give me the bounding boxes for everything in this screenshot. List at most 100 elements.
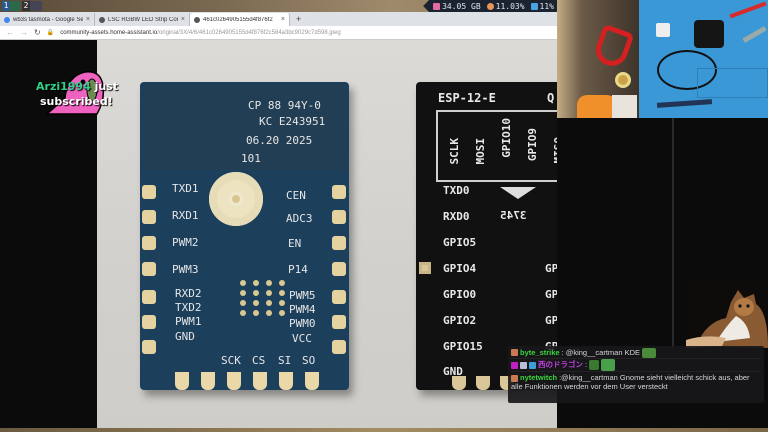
pad [476, 376, 490, 390]
pin-label: GPIO9 [526, 128, 539, 162]
pin-label: GPIO10 [500, 118, 513, 158]
desktop-bottom-edge [0, 428, 768, 432]
sub-badge-icon [520, 361, 527, 369]
solder-spool [615, 72, 631, 88]
cpu-stat: 11.03% [486, 2, 525, 11]
pin-label: GPIO15 [443, 340, 483, 353]
user-badge-icon [511, 349, 518, 356]
new-tab-button[interactable]: + [296, 14, 302, 24]
pad [201, 372, 215, 390]
pin-label: PWM4 [289, 303, 316, 316]
alert-subscribed-text: subscribed! [40, 95, 113, 108]
pin-label: RXD1 [172, 209, 199, 222]
board-marking-line1: CP 88 94Y-0 [248, 99, 321, 112]
tab-lsc-rgbw[interactable]: LSC RGBW LED Strip Con × [95, 13, 190, 26]
pin-label: CS [252, 354, 266, 367]
pin-label: ADC3 [286, 212, 313, 225]
pad [142, 290, 156, 304]
pin-label: TXD2 [175, 301, 202, 314]
pin-label: PWM5 [289, 289, 316, 302]
workspace-2-app-icon [30, 1, 42, 11]
forward-icon[interactable]: → [20, 28, 28, 37]
pin-label: GPIO5 [443, 236, 477, 249]
pin-label: TXD0 [443, 184, 470, 197]
pad [227, 372, 241, 390]
pad [142, 262, 156, 276]
pin-label: SCK [221, 354, 241, 367]
chat-message: byte_strike: @king__cartman KDE [511, 347, 761, 359]
pad [142, 210, 156, 224]
prime-badge-icon [511, 361, 518, 369]
pin-label: MOSI [474, 138, 487, 165]
module-title: ESP-12-E [438, 91, 496, 105]
pad [332, 236, 346, 250]
emote-icon [589, 360, 600, 370]
antenna-ring [209, 172, 263, 226]
pin-label: TXD1 [172, 182, 199, 195]
pad [332, 315, 346, 329]
pin-label: PWM2 [172, 236, 199, 249]
chat-text: @king__cartman Gnome sieht vielleicht sc… [511, 373, 750, 391]
webcam-overlay [557, 0, 768, 118]
pad [332, 290, 346, 304]
pin-label: P14 [288, 263, 308, 276]
chat-username[interactable]: byte_strike [520, 347, 560, 357]
chat-username[interactable]: nytetwitch [520, 373, 558, 382]
close-icon[interactable]: × [280, 16, 285, 23]
pin-label: GPIO4 [443, 262, 477, 275]
via-grid [240, 280, 288, 316]
network-icon [530, 2, 538, 10]
castellated-pad [419, 262, 431, 274]
cat-cam [686, 282, 768, 348]
chat-message: nytetwitch: @king__cartman Gnome sieht v… [511, 372, 761, 391]
pad [279, 372, 293, 390]
pad [452, 376, 466, 390]
board-marking-line3: 06.20 2025 [246, 134, 313, 147]
memory-stat: 34.05 GB [433, 2, 481, 11]
address-bar[interactable]: ← → ↻ 🔒 community-assets.home-assistant.… [0, 26, 557, 40]
tab-google-search[interactable]: wb3s tasmota - Google Se × [0, 13, 95, 26]
workspace-2[interactable]: 2 [22, 1, 30, 11]
crown-badge-icon [529, 361, 536, 369]
chat-overlay: byte_strike: @king__cartman KDE 西のドラゴン: … [508, 346, 764, 403]
tab-image-active[interactable]: 461c0264905155d4f876f2 × [190, 13, 290, 26]
pad [332, 210, 346, 224]
emote-icon [642, 347, 657, 358]
corner-mark: Q [547, 91, 555, 105]
pin-label: RXD2 [175, 287, 202, 300]
board-marking-line4: 101 [241, 152, 261, 165]
alert-message: Arzi1994 just [36, 80, 118, 93]
url-text[interactable]: community-assets.home-assistant.io/origi… [60, 29, 341, 36]
chat-username[interactable]: 西のドラゴン [538, 360, 583, 369]
pin-label: GPIO0 [443, 288, 477, 301]
board-marking-line2: KC E243951 [259, 115, 326, 128]
workspace-1-app-icon [10, 1, 20, 11]
pad [332, 340, 346, 354]
back-icon[interactable]: ← [6, 28, 14, 37]
network-stat: 11% [530, 2, 554, 11]
pin-label: GPIO2 [443, 314, 477, 327]
browser-window: wb3s tasmota - Google Se × LSC RGBW LED … [0, 12, 557, 40]
tab-strip: wb3s tasmota - Google Se × LSC RGBW LED … [0, 12, 557, 26]
system-stats: 34.05 GB 11.03% 11% [423, 0, 560, 12]
pin-label: VCC [292, 332, 312, 345]
pin-label: SO [302, 354, 316, 367]
pin-label: EN [288, 237, 302, 250]
pin-label: GND [175, 330, 195, 343]
close-icon[interactable]: × [85, 16, 90, 23]
pin-label: PWM0 [289, 317, 316, 330]
alert-username: Arzi1994 [36, 80, 91, 93]
cpu-icon [486, 2, 494, 10]
pin-label: PWM1 [175, 315, 202, 328]
workspace-1[interactable]: 1 [2, 1, 10, 11]
close-icon[interactable]: × [180, 16, 185, 23]
subscriber-alert [0, 40, 120, 120]
pad [332, 185, 346, 199]
chat-text: @king__cartman KDE [565, 347, 641, 357]
memory-icon [433, 2, 441, 10]
pin-label: GND [443, 365, 463, 378]
center-mark: 3745 [500, 209, 527, 222]
reload-icon[interactable]: ↻ [34, 28, 41, 37]
globe-icon [99, 16, 105, 23]
